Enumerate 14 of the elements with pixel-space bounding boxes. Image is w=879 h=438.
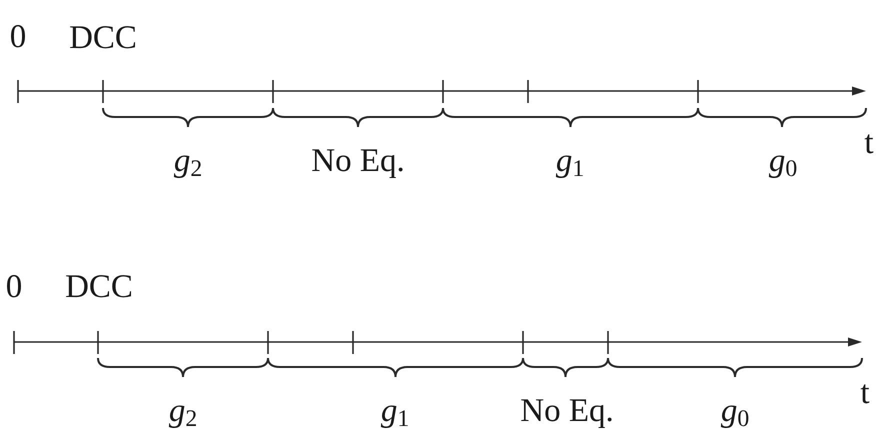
tick-label: DCC: [69, 22, 137, 55]
tick-label: 0: [6, 271, 22, 304]
axis-label: t: [860, 377, 870, 410]
interval-label: g$_{2}$: [174, 145, 202, 178]
interval-label: No Eq.: [311, 145, 405, 178]
interval-label: No Eq.: [520, 395, 614, 428]
interval-label: g$_{2}$: [168, 395, 198, 428]
tick-label: 0: [10, 21, 26, 54]
interval-label: g$_{1}$: [556, 145, 584, 178]
axis-label: t: [864, 127, 874, 160]
interval-label: g$_{0}$: [768, 145, 798, 178]
interval-label: g$_{1}$: [380, 395, 410, 428]
tick-label: DCC: [65, 271, 133, 304]
interval-label: g$_{0}$: [720, 395, 750, 428]
